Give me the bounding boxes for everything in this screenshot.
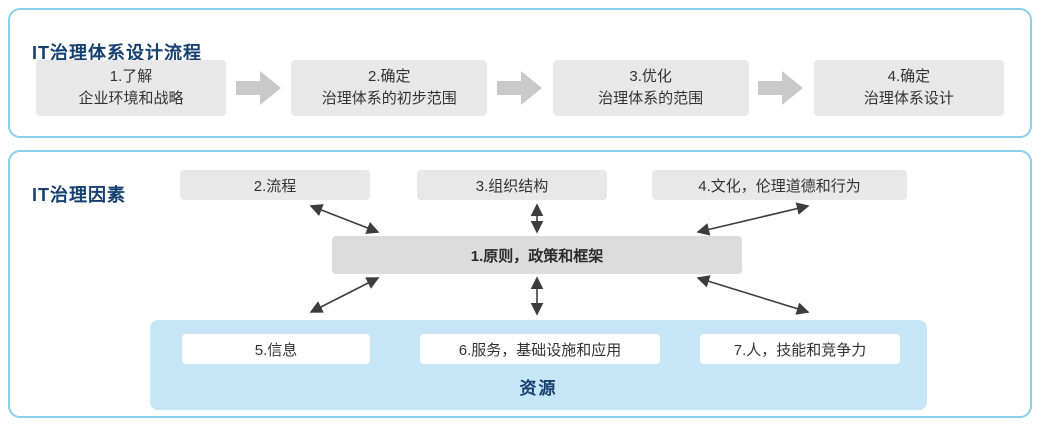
process-step-4-line2: 治理体系设计 xyxy=(863,90,954,107)
process-step-2: 2.确定 治理体系的初步范围 xyxy=(291,60,488,116)
resources-label: 资源 xyxy=(519,379,558,398)
process-step-4: 4.确定 治理体系设计 xyxy=(813,60,1004,116)
process-panel-title: IT治理体系设计流程 xyxy=(32,42,202,63)
process-step-1-line1: 1.了解 xyxy=(109,68,153,86)
factors-panel: IT治理因素 2.流程 3.组织结构 4.文化，伦理道德和行为 xyxy=(8,150,1032,418)
factor-information: 5.信息 xyxy=(182,334,370,364)
flow-right-arrow-icon xyxy=(235,68,282,108)
process-flow-row: 1.了解 企业环境和战略 2.确定 治理体系的初步范围 3.优化 治理体系的范围 xyxy=(10,60,1030,116)
process-step-2-line2: 治理体系的初步范围 xyxy=(321,90,457,107)
process-step-3-line1: 3.优化 xyxy=(629,68,672,86)
process-step-1-line2: 企业环境和战略 xyxy=(78,90,184,107)
factor-org-structure: 3.组织结构 xyxy=(417,170,607,200)
process-step-2-line1: 2.确定 xyxy=(368,68,411,86)
flow-right-arrow-icon xyxy=(758,68,804,108)
factor-process: 2.流程 xyxy=(180,170,370,200)
factor-people-skills-competencies: 7.人，技能和竞争力 xyxy=(700,334,900,364)
factor-culture-ethics: 4.文化，伦理道德和行为 xyxy=(652,170,907,200)
process-step-4-line1: 4.确定 xyxy=(887,68,931,86)
flow-right-arrow-icon xyxy=(496,68,543,108)
process-step-3-line2: 治理体系的范围 xyxy=(598,90,704,107)
factor-services-infrastructure-apps: 6.服务，基础设施和应用 xyxy=(420,334,660,364)
process-step-3: 3.优化 治理体系的范围 xyxy=(552,60,749,116)
factors-panel-title: IT治理因素 xyxy=(32,184,126,205)
process-panel: IT治理体系设计流程 1.了解 企业环境和战略 2.确定 治理体系的初步范围 xyxy=(8,8,1032,138)
process-step-1: 1.了解 企业环境和战略 xyxy=(36,60,226,116)
factor-principles-policies-frameworks: 1.原则，政策和框架 xyxy=(332,236,742,274)
